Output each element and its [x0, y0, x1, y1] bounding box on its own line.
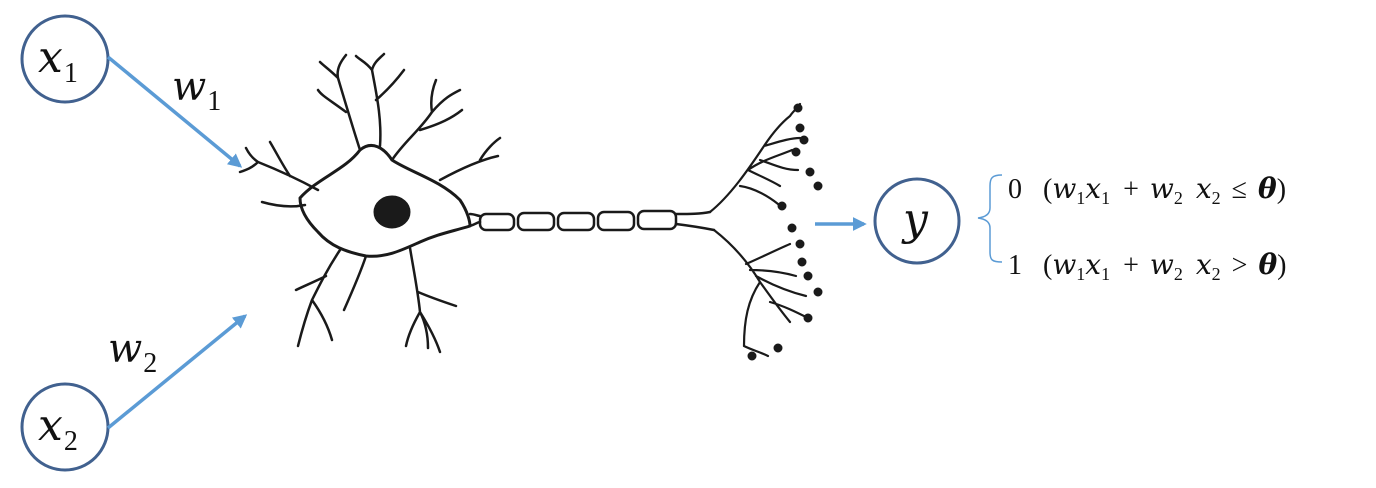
terminal-bouton [803, 313, 813, 323]
terminal-bouton [799, 135, 809, 145]
condition-row-0: 0 (w1x1 + w2 x2 ≤ θ) [1008, 172, 1286, 211]
input-node-x1: x1 [20, 14, 110, 104]
myelin-segment [516, 211, 556, 232]
terminal-bouton [813, 287, 823, 297]
input-x1-label: x1 [38, 32, 78, 89]
myelin-segment [636, 209, 678, 231]
input-x2-label: x2 [38, 400, 78, 457]
output-node-y: y [873, 177, 961, 265]
weight-w1-label: w1 [172, 64, 221, 117]
output-y-label: y [901, 194, 929, 245]
arrow-x1-to-neuron [106, 55, 243, 168]
neuron-nucleus [373, 195, 411, 229]
terminal-bouton [793, 103, 803, 113]
terminal-bouton [803, 271, 813, 281]
weight-w2-label: w2 [108, 326, 157, 379]
myelin-segment [478, 212, 516, 232]
neuron-dendrites-top [316, 52, 502, 182]
cases-brace [977, 174, 1003, 263]
terminal-bouton [795, 239, 805, 249]
neuron-terminals-upper [708, 102, 802, 214]
output-node-y-circle [873, 177, 961, 265]
terminal-bouton [813, 181, 823, 191]
neuron-terminals-lower [712, 228, 810, 358]
terminal-bouton [797, 257, 807, 267]
myelin-segment [596, 210, 636, 232]
input-node-x2: x2 [20, 382, 110, 472]
arrow-x2-to-neuron [106, 314, 248, 430]
terminal-bouton [787, 223, 797, 233]
terminal-bouton [773, 343, 783, 353]
myelin-segment [556, 211, 596, 232]
terminal-bouton [805, 167, 815, 177]
neuron-dendrites-left [238, 140, 320, 208]
neuron-axon [468, 212, 482, 228]
neuron-dendrites-bottom [294, 246, 458, 354]
neuron-illustration [238, 52, 823, 361]
terminal-bouton [747, 351, 757, 361]
neuron-axon-end [674, 210, 716, 232]
terminal-bouton [777, 201, 787, 211]
terminal-bouton [791, 147, 801, 157]
condition-row-1: 1 (w1x1 + w2 x2 > θ) [1008, 248, 1286, 287]
terminal-bouton [795, 123, 805, 133]
